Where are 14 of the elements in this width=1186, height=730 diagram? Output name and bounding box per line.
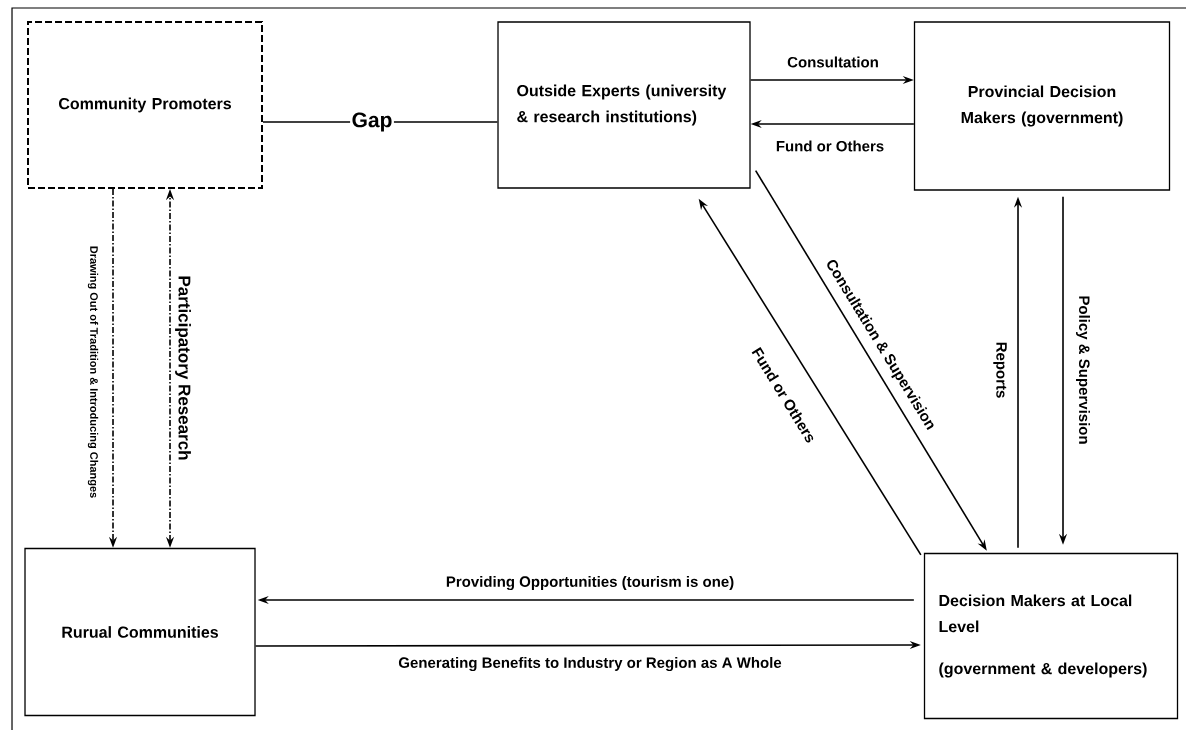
- process-box: Outside Experts (university & research institutions): [497, 21, 751, 189]
- edge-label: Drawing Out of Tradition & Introducing Changes: [87, 246, 99, 498]
- edge-label: Consultation: [787, 56, 878, 68]
- edge-label: Generating Benefits to Industry or Region as A Whole: [398, 656, 782, 671]
- edge-label: Reports: [993, 342, 1007, 398]
- process-box: Provincial Decision Makers (government): [913, 21, 1171, 191]
- process-box: Decision Makers at Local Level (government & developers): [923, 552, 1179, 720]
- process-box: Rurual Communities: [24, 547, 256, 717]
- dashed-box: Community Promoters: [27, 21, 263, 189]
- edge-label: Fund or Others: [776, 140, 884, 152]
- edge-label: Providing Opportunities (tourism is one): [446, 575, 734, 590]
- edge-label: Gap: [352, 112, 392, 132]
- edge-label: Policy & Supervision: [1076, 296, 1090, 444]
- edge-label: Participatory Research: [175, 276, 191, 460]
